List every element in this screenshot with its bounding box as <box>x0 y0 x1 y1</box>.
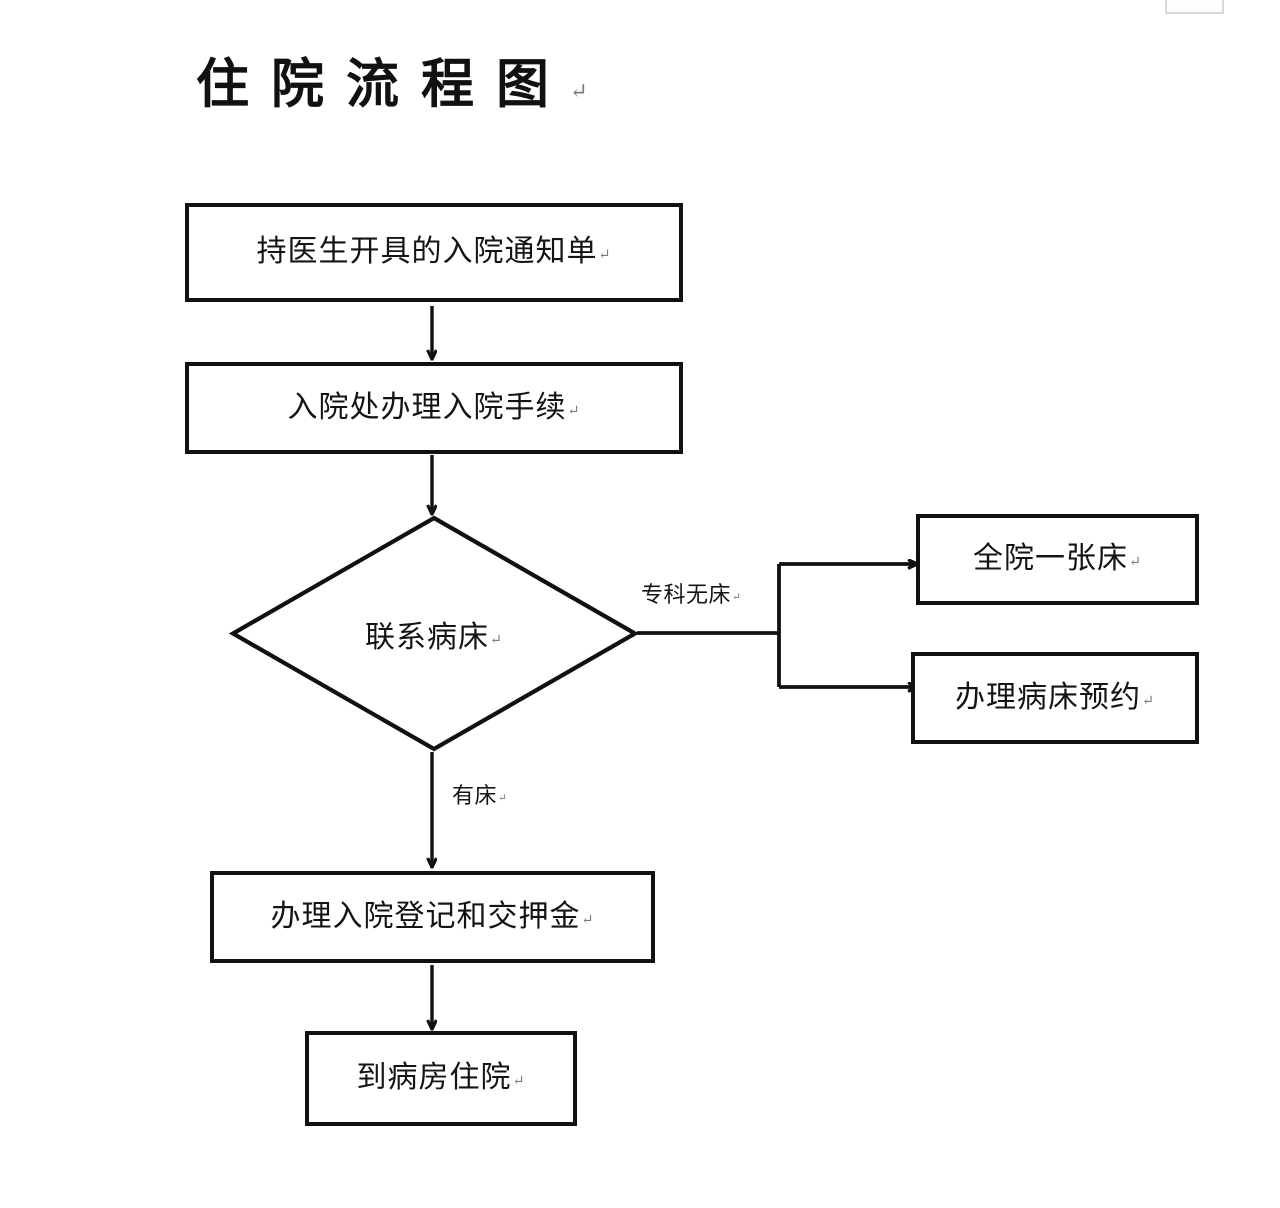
paragraph-mark-icon: ↵ <box>1141 692 1156 709</box>
flow-node-label: 入院处办理入院手续↵ <box>287 390 581 424</box>
flow-node-go-to-ward[interactable]: 到病房住院↵ <box>305 1031 577 1126</box>
flow-node-bed-reservation[interactable]: 办理病床预约↵ <box>911 652 1199 744</box>
paragraph-mark-icon: ↵ <box>598 247 612 264</box>
flow-node-hospital-wide-bed[interactable]: 全院一张床↵ <box>916 514 1199 605</box>
flow-node-label: 办理病床预约↵ <box>954 680 1156 714</box>
paragraph-mark-icon: ↵ <box>569 79 588 104</box>
page-corner-artifact <box>1165 0 1224 14</box>
page-title-text: 住院流程图 <box>196 56 571 114</box>
paragraph-mark-icon: ↵ <box>512 1073 526 1090</box>
flow-node-admission-desk[interactable]: 入院处办理入院手续↵ <box>185 362 683 454</box>
diamond-shape-icon <box>228 515 640 752</box>
paragraph-mark-icon: ↵ <box>732 592 742 604</box>
flow-node-admission-notice[interactable]: 持医生开具的入院通知单↵ <box>185 203 683 302</box>
edge-label-has-bed: 有床↵ <box>452 783 508 808</box>
flow-node-label: 到病房住院↵ <box>356 1061 526 1095</box>
page-title: 住院流程图↵ <box>196 56 588 114</box>
paragraph-mark-icon: ↵ <box>567 402 581 419</box>
paragraph-mark-icon: ↵ <box>1128 554 1143 571</box>
flow-node-label: 全院一张床↵ <box>972 542 1143 576</box>
flow-node-contact-bed-decision[interactable]: 联系病床↵ <box>228 515 640 752</box>
flow-node-label: 持医生开具的入院通知单↵ <box>256 235 612 269</box>
edge-label-no-specialty-bed: 专科无床↵ <box>641 582 742 607</box>
paragraph-mark-icon: ↵ <box>498 793 508 805</box>
flow-node-registration-deposit[interactable]: 办理入院登记和交押金↵ <box>210 871 655 963</box>
flow-node-label: 办理入院登记和交押金↵ <box>270 899 595 933</box>
paragraph-mark-icon: ↵ <box>581 911 595 928</box>
